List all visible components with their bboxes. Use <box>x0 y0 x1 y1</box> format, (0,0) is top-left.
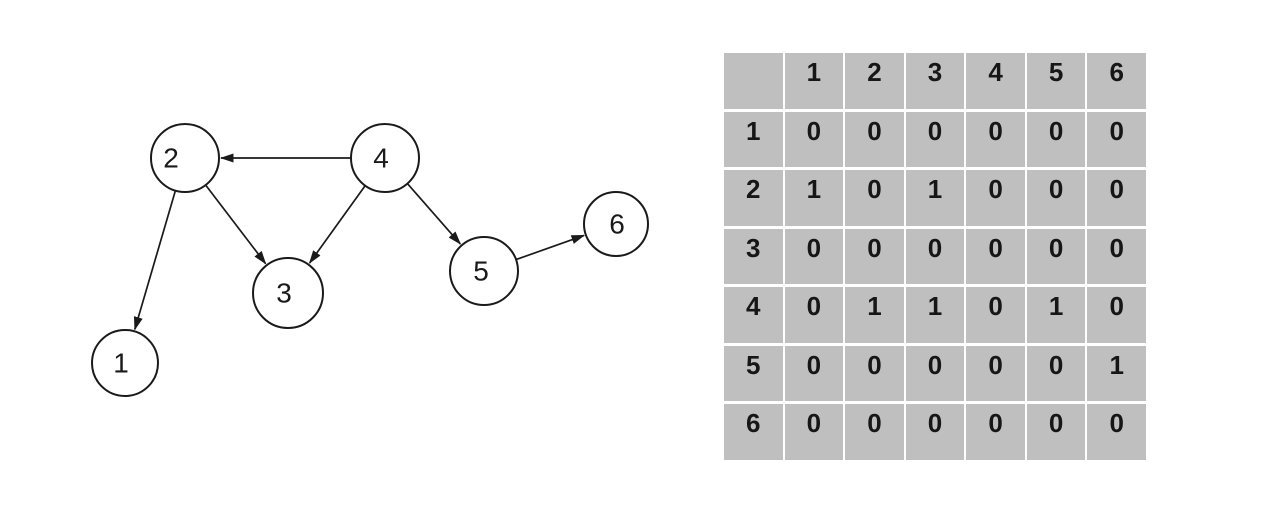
graph-node-label-6: 6 <box>609 209 625 240</box>
matrix-cell-r3-c5: 0 <box>1026 228 1086 285</box>
matrix-cell-r1-c1: 0 <box>784 111 844 168</box>
matrix-cell-r2-c6: 0 <box>1087 170 1146 226</box>
matrix-cell-r4-c3: 1 <box>905 287 965 343</box>
graph-node-label-4: 4 <box>373 143 389 174</box>
matrix-cell-r1-c4: 0 <box>966 111 1025 168</box>
matrix-cell-r2-c4: 0 <box>966 170 1025 226</box>
matrix-row-header-2: 2 <box>724 170 783 226</box>
matrix-cell-r1-c6: 0 <box>1087 111 1146 168</box>
matrix-cell-r5-c4: 0 <box>966 345 1025 402</box>
matrix-col-header-1: 1 <box>784 53 844 109</box>
graph-node-5 <box>449 236 519 306</box>
matrix-cell-r6-c3: 0 <box>905 404 965 460</box>
matrix-cell-r4-c1: 0 <box>784 287 844 343</box>
graph-edge-2-3 <box>204 184 267 265</box>
graph-node-6 <box>583 191 649 257</box>
graph-edge-layer <box>133 153 586 331</box>
matrix-corner-cell <box>724 53 783 109</box>
matrix-cell-r5-c5: 0 <box>1026 345 1086 402</box>
graph-node-label-1: 1 <box>113 348 129 379</box>
graph-node-2 <box>150 123 220 193</box>
matrix-cell-r3-c3: 0 <box>905 228 965 285</box>
matrix-cell-r3-c2: 0 <box>845 228 904 285</box>
graph-node-label-5: 5 <box>473 256 489 287</box>
matrix-cell-r6-c5: 0 <box>1026 404 1086 460</box>
graph-node-label-2: 2 <box>163 143 179 174</box>
graph-edge-4-3 <box>308 185 366 264</box>
matrix-col-header-3: 3 <box>905 53 965 109</box>
matrix-cell-r5-c1: 0 <box>784 345 844 402</box>
matrix-cell-r4-c6: 0 <box>1087 287 1146 343</box>
matrix-cell-r1-c2: 0 <box>845 111 904 168</box>
directed-graph: 1 2 3 4 5 6 <box>91 123 649 397</box>
graph-node-4 <box>350 123 420 193</box>
graph-edge-5-6 <box>515 234 586 261</box>
matrix-cell-r3-c4: 0 <box>966 228 1025 285</box>
matrix-cell-r4-c5: 1 <box>1026 287 1086 343</box>
graph-node-3 <box>252 257 324 329</box>
matrix-cell-r6-c1: 0 <box>784 404 844 460</box>
matrix-cell-r4-c4: 0 <box>966 287 1025 343</box>
matrix-col-header-6: 6 <box>1087 53 1146 109</box>
matrix-cell-r3-c6: 0 <box>1087 228 1146 285</box>
matrix-row-header-5: 5 <box>724 345 783 402</box>
matrix-row-header-3: 3 <box>724 228 783 285</box>
matrix-row-header-4: 4 <box>724 287 783 343</box>
graph-node-1 <box>91 329 159 397</box>
matrix-col-header-5: 5 <box>1026 53 1086 109</box>
graph-edge-4-5 <box>406 183 462 245</box>
matrix-cell-r4-c2: 1 <box>845 287 904 343</box>
matrix-cell-r5-c6: 1 <box>1087 345 1146 402</box>
graph-edge-2-1 <box>133 190 177 331</box>
matrix-cell-r1-c3: 0 <box>905 111 965 168</box>
matrix-cell-r2-c5: 0 <box>1026 170 1086 226</box>
matrix-cell-r5-c2: 0 <box>845 345 904 402</box>
matrix-row-header-6: 6 <box>724 404 783 460</box>
matrix-cell-r5-c3: 0 <box>905 345 965 402</box>
matrix-cell-r6-c2: 0 <box>845 404 904 460</box>
matrix-cell-r6-c4: 0 <box>966 404 1025 460</box>
matrix-cell-r2-c2: 0 <box>845 170 904 226</box>
graph-node-label-3: 3 <box>276 278 292 309</box>
matrix-cell-r6-c6: 0 <box>1087 404 1146 460</box>
matrix-cell-r2-c3: 1 <box>905 170 965 226</box>
matrix-cell-r1-c5: 0 <box>1026 111 1086 168</box>
matrix-cell-r2-c1: 1 <box>784 170 844 226</box>
matrix-col-header-2: 2 <box>845 53 904 109</box>
graph-node-layer: 1 2 3 4 5 6 <box>91 123 649 397</box>
matrix-col-header-4: 4 <box>966 53 1025 109</box>
matrix-row-header-1: 1 <box>724 111 783 168</box>
matrix-cell-r3-c1: 0 <box>784 228 844 285</box>
